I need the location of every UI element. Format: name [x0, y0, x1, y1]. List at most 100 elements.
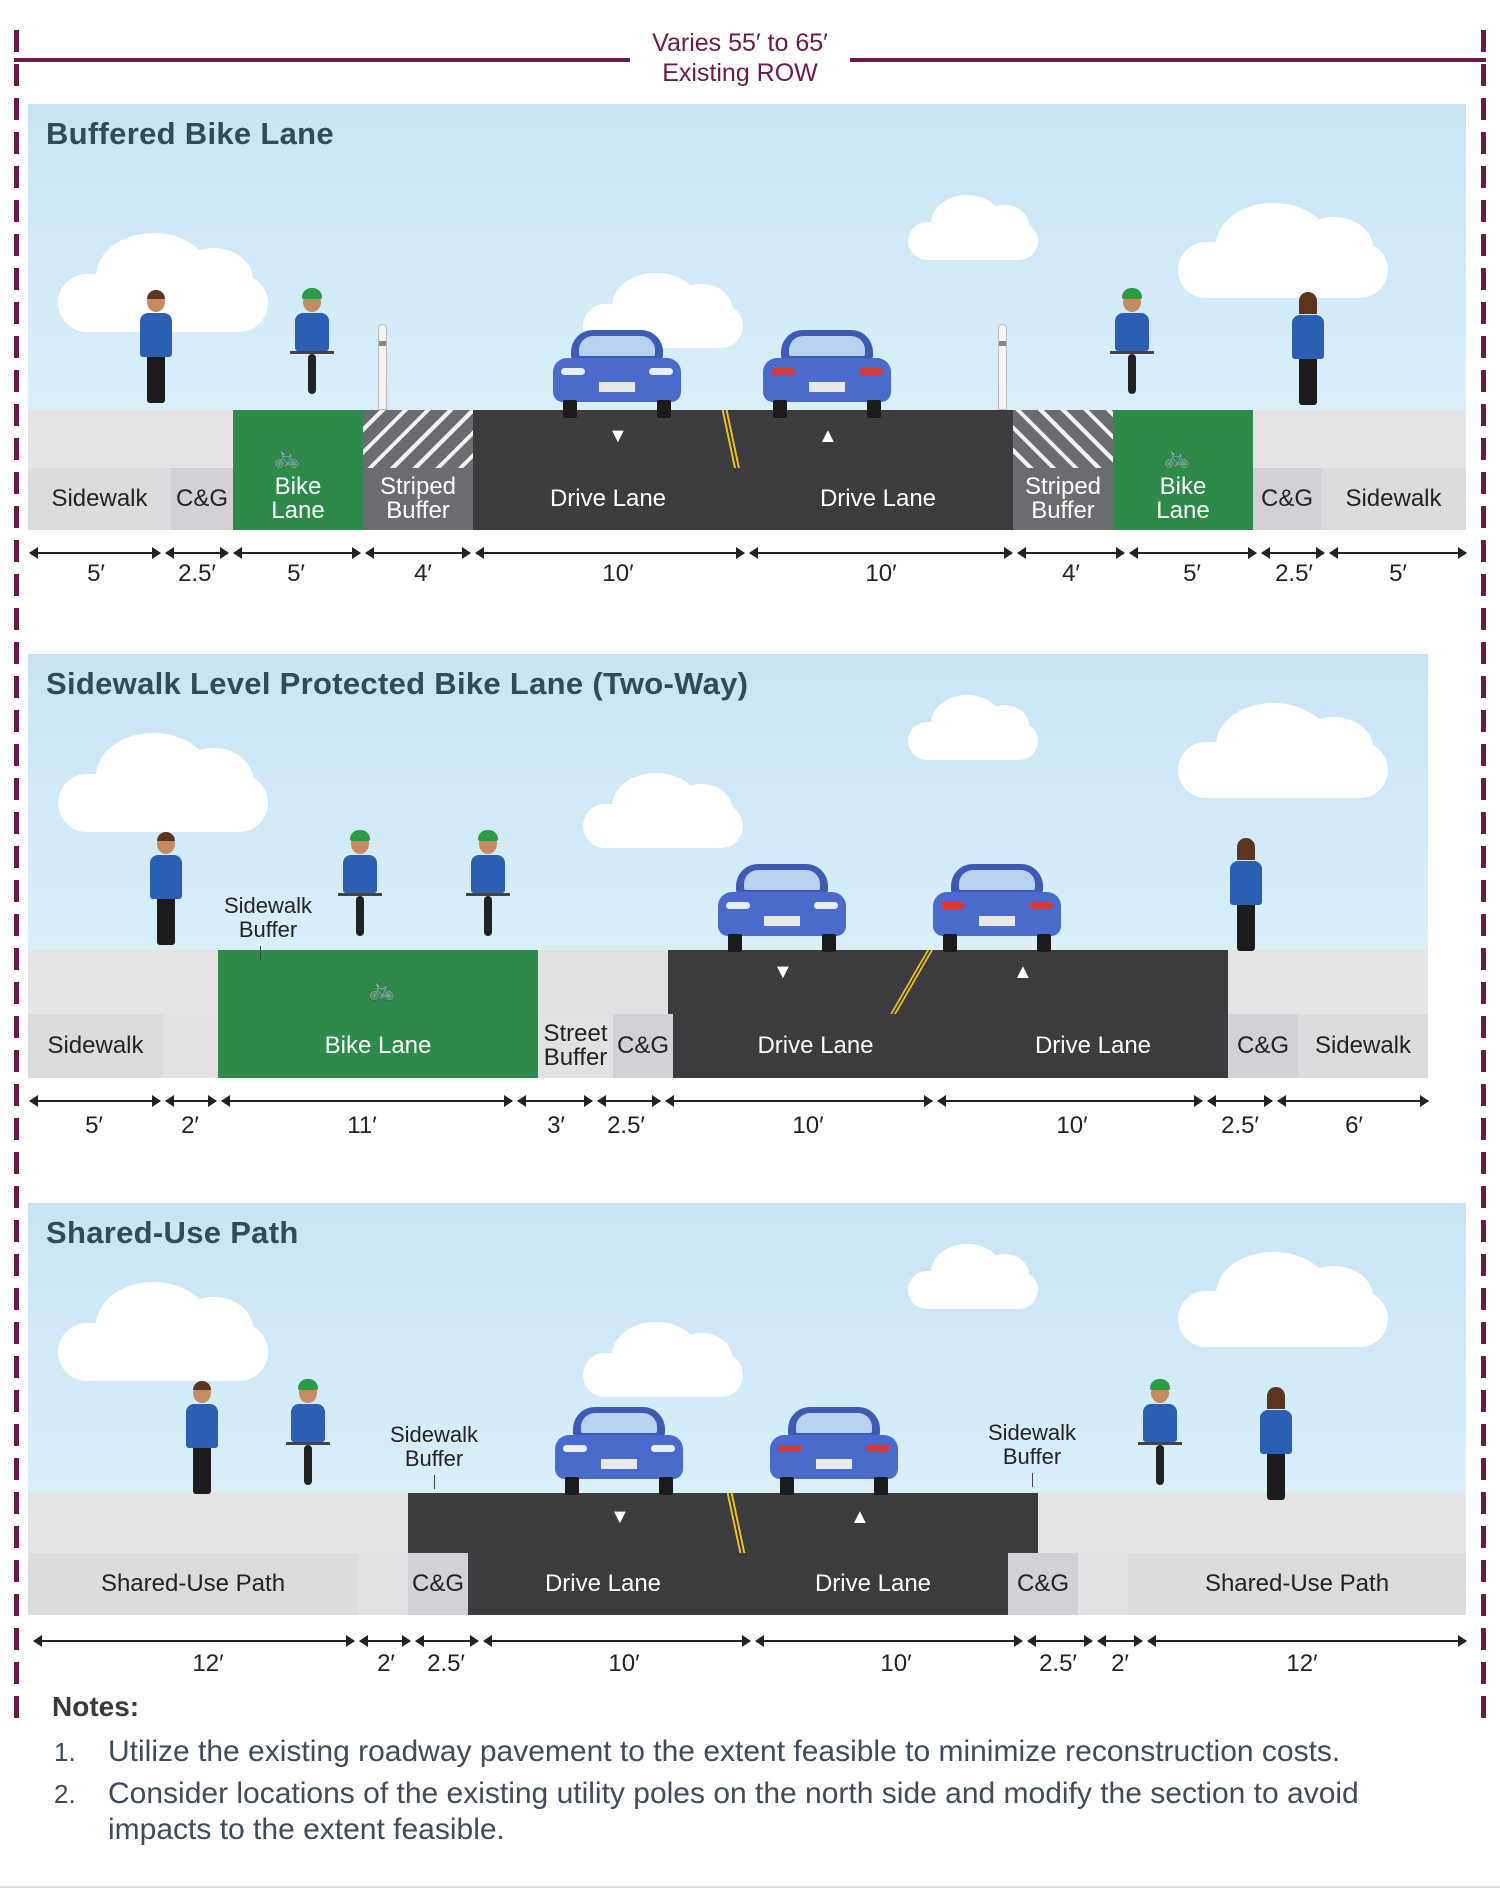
cyclist-icon [466, 830, 510, 936]
sidewalk-buffer-callout: Sidewalk Buffer [389, 1422, 479, 1471]
segment-drive-lane: Drive Lane [468, 1553, 738, 1615]
pedestrian-icon [1290, 292, 1326, 405]
cloud-icon [58, 733, 268, 832]
car-front-icon [553, 330, 681, 422]
note-number: 1. [54, 1737, 76, 1767]
dimension-line [1027, 1635, 1093, 1647]
dimension-label: 4′ [414, 560, 432, 587]
segment-sidewalk-buffer [163, 1014, 218, 1078]
sidewalk-buffer-callout: Sidewalk Buffer [987, 1420, 1077, 1469]
dimension-line [755, 1635, 1023, 1647]
section-title: Shared-Use Path [46, 1215, 299, 1250]
cyclist-icon [1138, 1379, 1182, 1485]
cloud-icon [908, 695, 1038, 760]
striped-buffer-surface [363, 410, 473, 470]
dimension-label: 10′ [880, 1650, 912, 1677]
drive-lane-surface [408, 1493, 1038, 1553]
section-title: Sidewalk Level Protected Bike Lane (Two-… [46, 666, 749, 701]
bike-lane-surface [1113, 410, 1253, 470]
callout-leader [260, 946, 261, 960]
dimension-line [1261, 547, 1325, 559]
bollard-icon [378, 324, 387, 410]
dimension-label: 12′ [192, 1650, 224, 1677]
arrow-down-icon: ▼ [608, 425, 628, 447]
car-front-icon [555, 1407, 683, 1499]
row-dimension-line-right [850, 58, 1486, 62]
dimension-line [1277, 1095, 1429, 1107]
drive-lane-surface [668, 950, 1228, 1016]
segment-sidewalk: Sidewalk [1298, 1014, 1428, 1078]
dimension-label: 6′ [1345, 1112, 1363, 1139]
segment-curb-gutter: C&G [613, 1014, 673, 1078]
street-buffer-surface [538, 950, 678, 1016]
shared-use-path-surface [1038, 1493, 1466, 1553]
note-text: Consider locations of the existing utili… [108, 1777, 1359, 1846]
note-number: 2. [54, 1779, 76, 1809]
segment-sidewalk-buffer [1078, 1553, 1128, 1615]
row-label-width: Varies 55′ to 65′ [652, 29, 828, 57]
segment-sidewalk: Sidewalk [28, 1014, 163, 1078]
dimension-label: 10′ [865, 560, 897, 587]
dimension-label: 10′ [792, 1112, 824, 1139]
car-front-icon [718, 864, 846, 956]
pedestrian-icon [138, 290, 174, 403]
dimension-line [415, 1635, 479, 1647]
sidewalk-surface [28, 950, 218, 1016]
pedestrian-icon [1258, 1387, 1294, 1500]
dimension-line [483, 1635, 751, 1647]
dimension-label: 3′ [547, 1112, 565, 1139]
segment-shared-use-path: Shared-Use Path [28, 1553, 358, 1615]
arrow-up-icon: ▲ [1013, 961, 1033, 983]
segment-sidewalk: Sidewalk [28, 468, 171, 530]
sidewalk-surface [28, 410, 238, 470]
row-label: Varies 55′ to 65′ Existing ROW [630, 28, 850, 88]
bike-lane-symbol-icon: 🚲 [1163, 444, 1191, 469]
row-dimension-line-left [14, 58, 630, 62]
cloud-icon [58, 233, 268, 332]
dimension-line [475, 547, 745, 559]
cyclist-icon [338, 830, 382, 936]
dimension-label: 2′ [377, 1650, 395, 1677]
dimension-line [29, 1095, 161, 1107]
segment-shared-use-path: Shared-Use Path [1128, 1553, 1466, 1615]
cyclist-icon [1110, 288, 1154, 394]
dimension-label: 10′ [1056, 1112, 1088, 1139]
segment-street-buffer: Street Buffer [538, 1014, 613, 1078]
dimension-line [1147, 1635, 1467, 1647]
cyclist-icon [286, 1379, 330, 1485]
segment-curb-gutter: C&G [1228, 1014, 1298, 1078]
section-sidewalk-level-protected-bike-lane: Sidewalk Level Protected Bike Lane (Two-… [28, 654, 1428, 1078]
segment-bike-lane: Bike Lane [218, 1014, 538, 1078]
pedestrian-icon [148, 832, 184, 945]
car-rear-icon [770, 1407, 898, 1499]
section-buffered-bike-lane: Buffered Bike Lane ▼ ▲ 🚲 🚲 Sidewalk C&G … [28, 104, 1466, 530]
dimension-line [1017, 547, 1125, 559]
arrow-down-icon: ▼ [773, 961, 793, 983]
segment-drive-lane: Drive Lane [673, 1014, 958, 1078]
cloud-icon [1178, 702, 1388, 798]
pedestrian-icon [1228, 838, 1264, 951]
dimension-label: 2.5′ [1039, 1650, 1077, 1677]
bike-lane-symbol-icon: 🚲 [368, 976, 396, 1001]
segment-drive-lane: Drive Lane [738, 1553, 1008, 1615]
row-right-boundary [1481, 30, 1486, 1720]
segment-sidewalk-buffer [358, 1553, 408, 1615]
dimension-label: 4′ [1062, 560, 1080, 587]
car-rear-icon [933, 864, 1061, 956]
notes-title: Notes: [52, 1691, 140, 1722]
dimension-label: 2.5′ [1275, 560, 1313, 587]
cloud-icon [908, 195, 1038, 260]
dimension-line [221, 1095, 513, 1107]
cloud-icon [583, 1322, 743, 1397]
segment-striped-buffer: Striped Buffer [363, 468, 473, 530]
sidewalk-surface [1253, 410, 1466, 470]
dimension-line [365, 547, 471, 559]
segment-striped-buffer: Striped Buffer [1013, 468, 1113, 530]
segment-bike-lane: Bike Lane [1113, 468, 1253, 530]
sidewalk-buffer-callout: Sidewalk Buffer [223, 893, 313, 942]
cloud-icon [1178, 202, 1388, 298]
dimension-label: 10′ [602, 560, 634, 587]
dimension-label: 2′ [181, 1112, 199, 1139]
segment-curb-gutter: C&G [1008, 1553, 1078, 1615]
segment-sidewalk: Sidewalk [1321, 468, 1466, 530]
